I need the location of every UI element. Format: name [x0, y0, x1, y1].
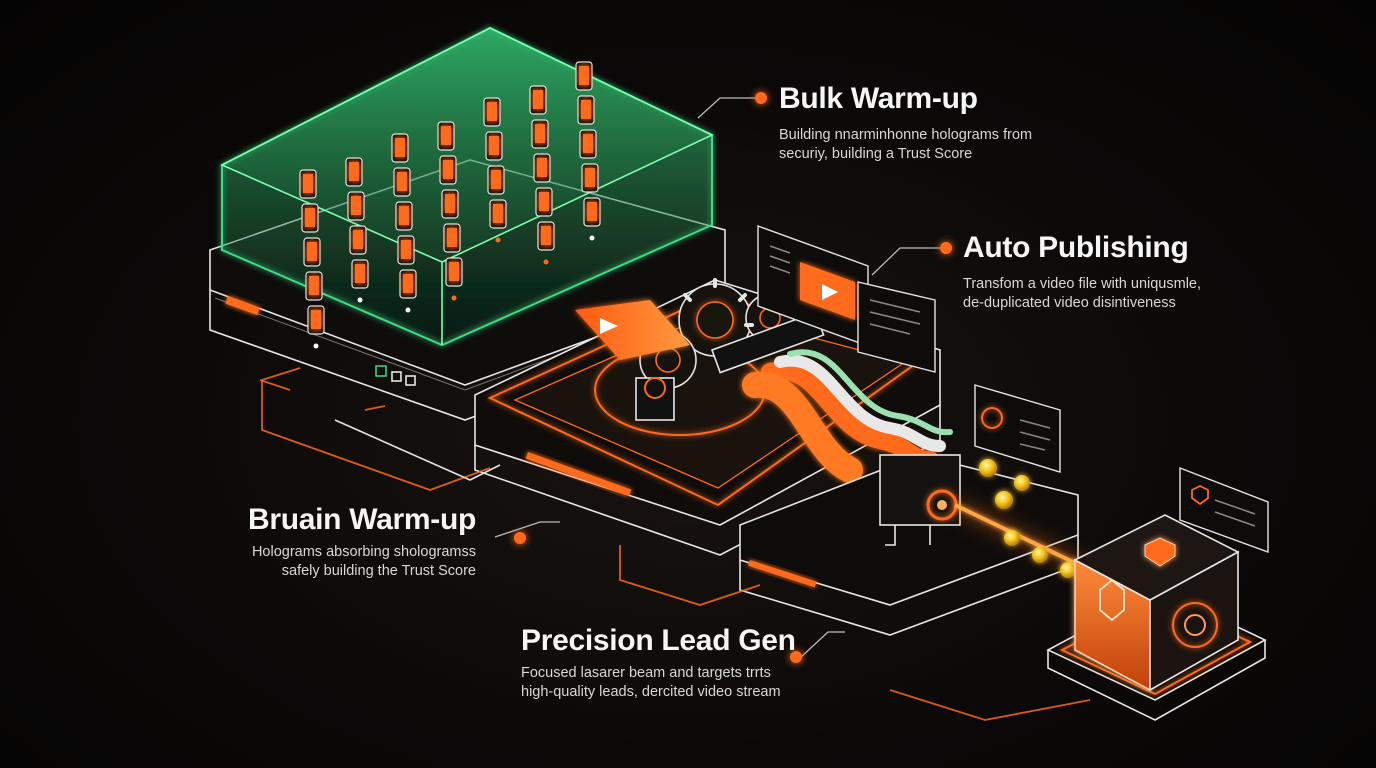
phone-hologram — [533, 153, 551, 197]
phone-hologram — [583, 197, 601, 241]
bruain-warmup-callout: Bruain Warm-up Holograms absorbing sholo… — [238, 503, 476, 581]
phone-hologram — [445, 257, 463, 301]
secure-cube — [1046, 514, 1267, 721]
bulk-warmup-title: Bulk Warm-up — [779, 82, 978, 115]
auto-publishing-dot — [940, 242, 952, 254]
lead-orbs — [979, 459, 1076, 578]
bulk-warmup-dot — [755, 92, 767, 104]
input-ribbon — [575, 300, 690, 360]
bulk-warmup-desc-2: securiy, building a Trust Score — [779, 146, 973, 162]
precision-leadgen-desc-1: Focused lasarer beam and targets trrts — [521, 665, 771, 681]
bruain-warmup-desc-2: safely building the Trust Score — [281, 563, 476, 579]
phone-hologram — [581, 163, 599, 207]
phone-hologram — [395, 201, 413, 245]
phone-holograms — [299, 61, 601, 349]
precision-leadgen-title: Precision Lead Gen — [521, 624, 796, 657]
phone-hologram — [351, 259, 369, 303]
auto-publishing-desc-2: de-duplicated video disintiveness — [963, 295, 1176, 311]
phone-hologram — [305, 271, 323, 315]
bruain-warmup-title: Bruain Warm-up — [247, 503, 476, 536]
phone-hologram — [399, 269, 417, 313]
bruain-warmup-dot — [514, 532, 526, 544]
auto-publishing-title: Auto Publishing — [963, 231, 1189, 264]
flow-arrows — [259, 367, 1091, 721]
callout-connectors — [494, 97, 940, 659]
phone-hologram — [307, 305, 325, 349]
phone-hologram — [443, 223, 461, 267]
precision-leadgen-desc-2: high-quality leads, dercited video strea… — [521, 684, 781, 700]
precision-leadgen-dot — [790, 651, 802, 663]
floating-panels — [757, 225, 1269, 553]
bruain-warmup-desc-1: Holograms absorbing shologramss — [251, 544, 476, 560]
phone-hologram — [531, 119, 549, 163]
auto-publishing-callout: Auto Publishing Transfom a video file wi… — [963, 231, 1201, 313]
precision-leadgen-callout: Precision Lead Gen Focused lasarer beam … — [521, 624, 796, 702]
auto-publishing-desc-1: Transfom a video file with uniqusmle, — [963, 276, 1202, 292]
lead-platform — [739, 454, 1079, 636]
phone-hologram — [537, 221, 555, 265]
phone-hologram — [437, 121, 455, 165]
bulk-warmup-callout: Bulk Warm-up Building nnarminhonne holog… — [779, 82, 1032, 164]
bulk-warmup-desc-1: Building nnarminhonne holograms from — [779, 127, 1033, 143]
phone-hologram — [489, 199, 507, 243]
